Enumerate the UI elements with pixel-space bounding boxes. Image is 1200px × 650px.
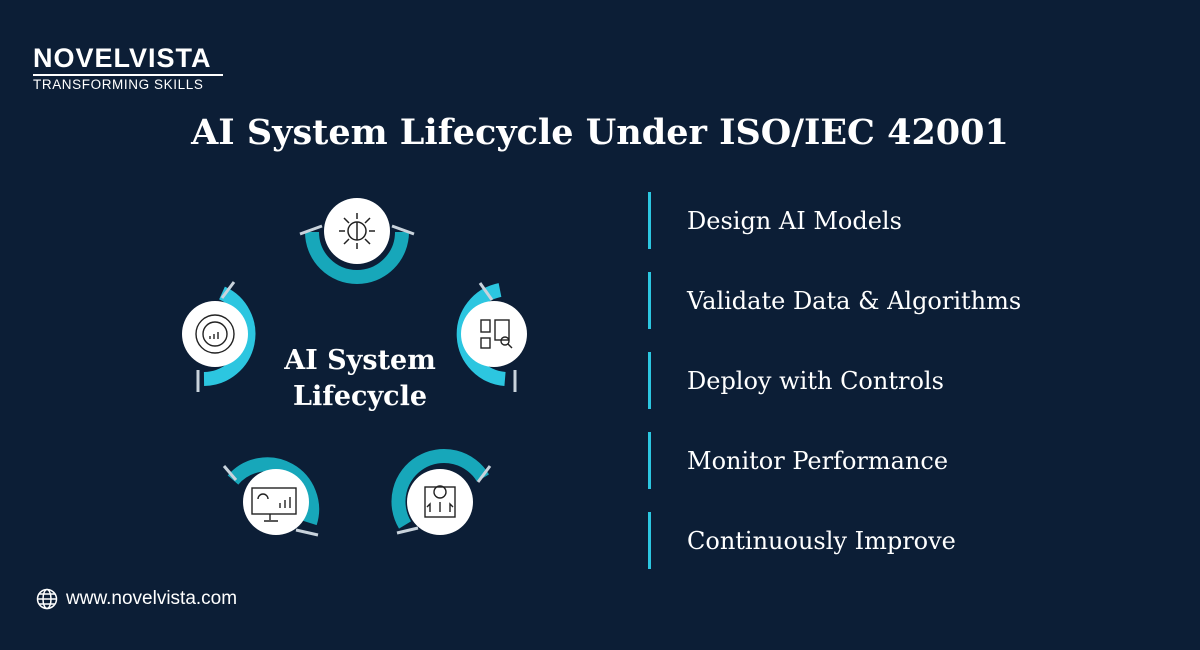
monitor-dashboard-icon [251,487,297,522]
center-label-line2: Lifecycle [292,381,428,412]
list-item: Continuously Improve [648,512,1021,569]
lifecycle-node-improve [182,281,256,392]
step-label: Design AI Models [687,206,902,235]
step-label: Monitor Performance [687,446,949,475]
globe-icon [36,588,58,610]
accent-bar [648,272,651,329]
lifecycle-node-monitor [222,457,320,537]
accent-bar [648,512,651,569]
lifecycle-node-design [299,198,415,284]
lifecycle-diagram [182,198,527,537]
website-footer: www.novelvista.com [36,588,237,610]
step-label: Deploy with Controls [687,366,944,395]
logo-wordmark: NOVELVISTA [33,43,212,73]
gear-growth-icon [195,314,235,354]
list-item: Design AI Models [648,192,1021,249]
website-link[interactable]: www.novelvista.com [66,588,238,609]
logo-divider [33,74,223,76]
accent-bar [648,192,651,249]
logo-tagline: TRANSFORMING SKILLS [33,77,204,92]
lifecycle-node-deploy [391,449,492,535]
diagram-center-label: AI System Lifecycle [260,343,460,415]
center-label-line1: AI System [284,345,436,376]
step-label: Continuously Improve [687,526,956,555]
accent-bar [648,352,651,409]
list-item: Validate Data & Algorithms [648,272,1021,329]
database-checklist-icon [480,319,513,349]
list-item: Deploy with Controls [648,352,1021,409]
deploy-upload-icon [424,485,456,518]
lifecycle-steps-list: Design AI Models Validate Data & Algorit… [648,192,1021,592]
novelvista-logo: NOVELVISTA TRANSFORMING SKILLS [33,44,223,92]
list-item: Monitor Performance [648,432,1021,489]
ai-brain-icon [339,213,375,249]
page-title: AI System Lifecycle Under ISO/IEC 42001 [191,112,1009,153]
lifecycle-node-validate [456,282,527,392]
step-label: Validate Data & Algorithms [687,286,1022,315]
accent-bar [648,432,651,489]
